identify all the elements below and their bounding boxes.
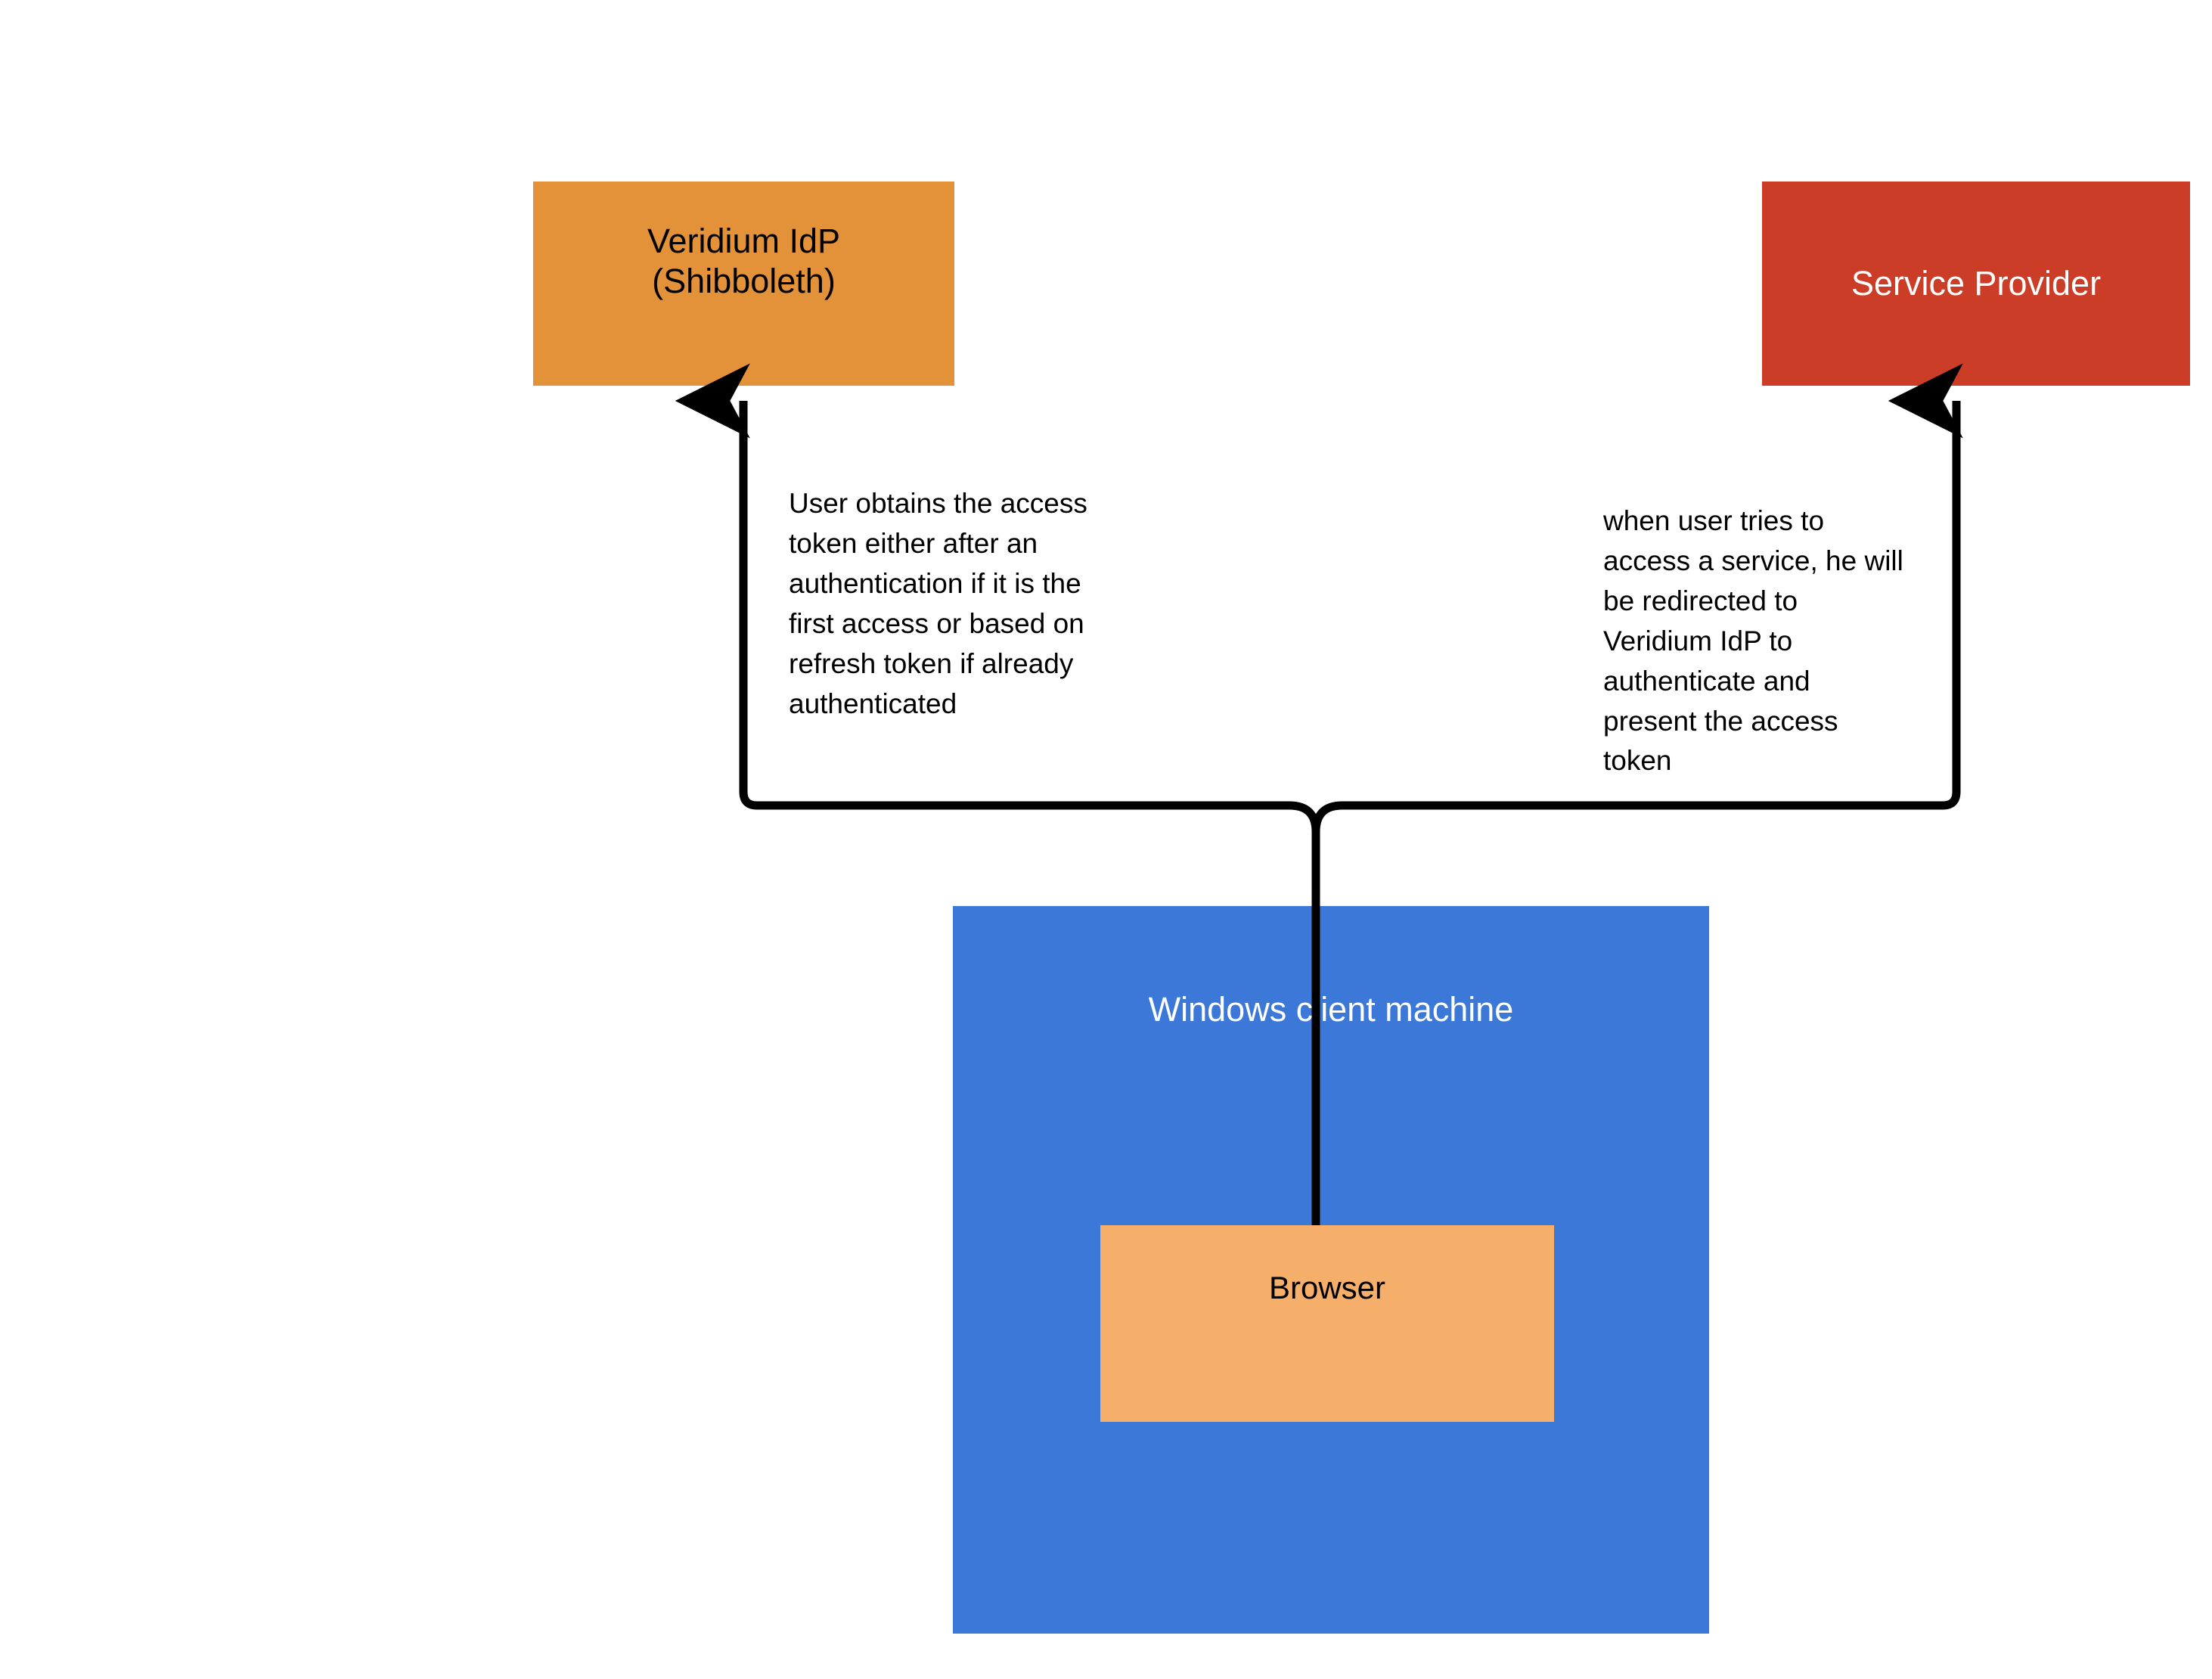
node-service-provider-label: Service Provider: [1851, 264, 2102, 303]
node-service-provider[interactable]: Service Provider: [1762, 182, 2190, 386]
node-browser-label: Browser: [1268, 1270, 1386, 1305]
node-veridium-idp[interactable]: Veridium IdP (Shibboleth): [533, 182, 954, 386]
node-browser[interactable]: Browser: [1100, 1225, 1554, 1422]
edge-label-browser-to-service-provider: when user tries to access a service, he …: [1603, 505, 1903, 777]
node-veridium-idp-label: Veridium IdP (Shibboleth): [647, 222, 841, 301]
node-windows-client-label: Windows client machine: [1148, 990, 1514, 1029]
edge-label-browser-to-idp: User obtains the access token either aft…: [789, 488, 1087, 719]
